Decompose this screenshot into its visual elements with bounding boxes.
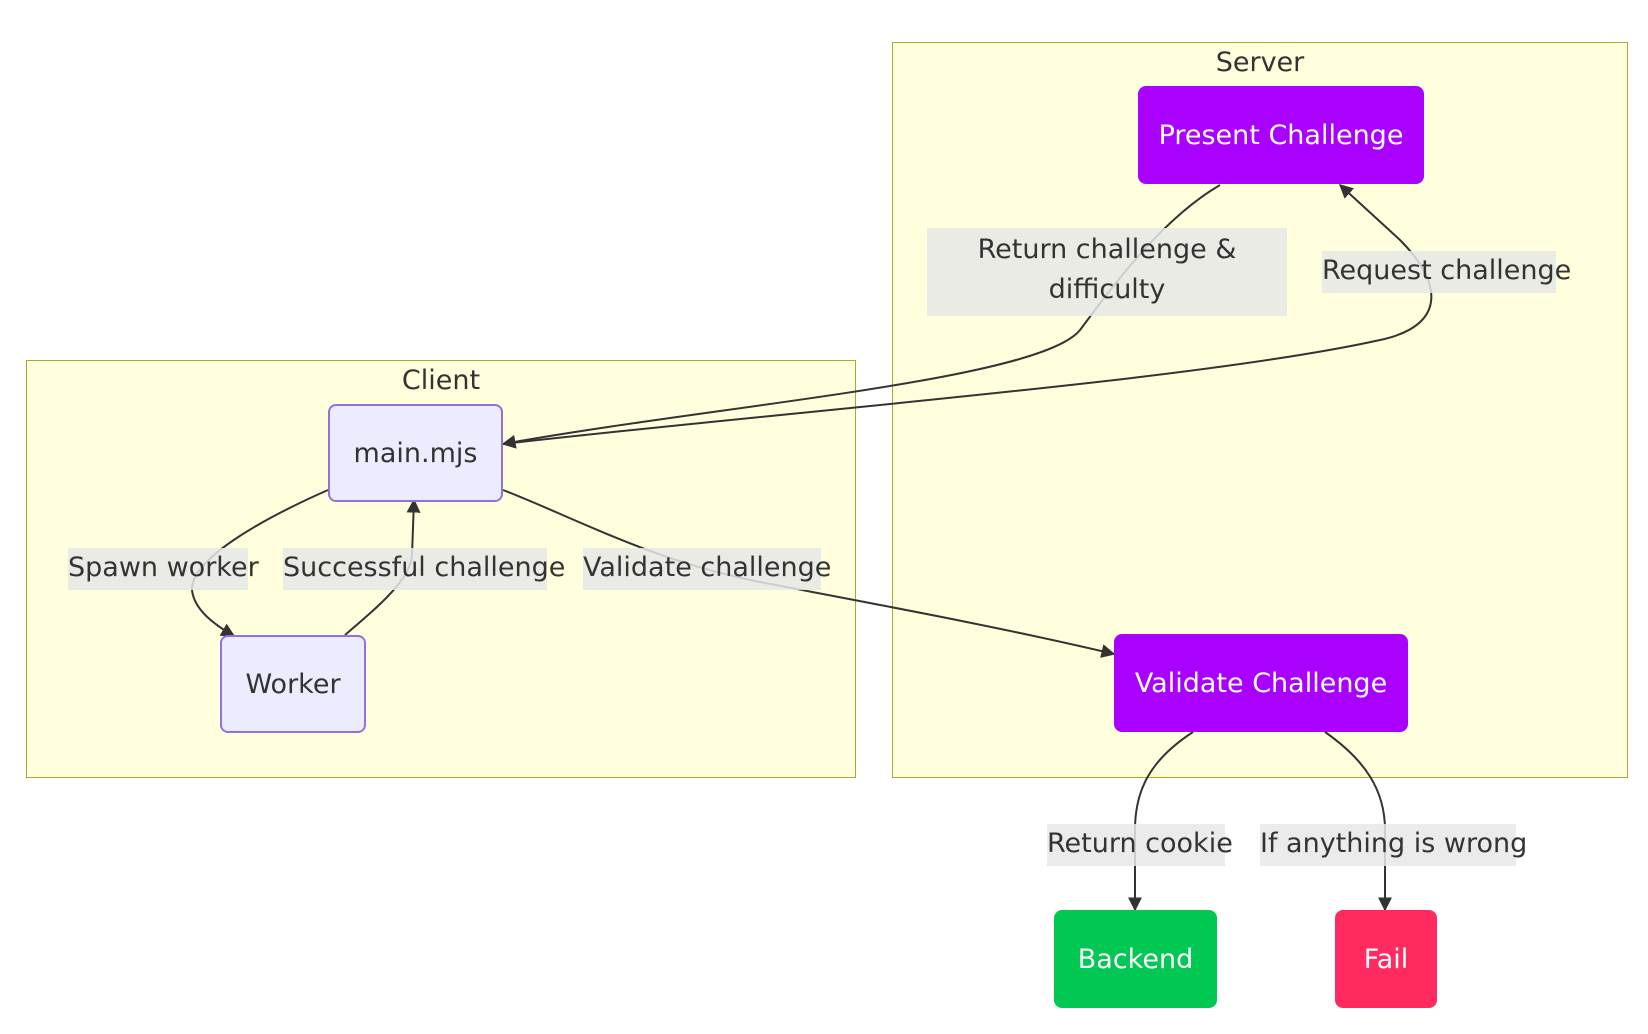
server-cluster-title: Server	[1215, 47, 1305, 78]
validate-challenge-node[interactable]: Validate Challenge	[1114, 634, 1408, 732]
edge-label-validate-challenge: Validate challenge	[583, 548, 831, 590]
main-mjs-node[interactable]: main.mjs	[328, 404, 503, 502]
backend-label: Backend	[1077, 943, 1194, 975]
main-mjs-label: main.mjs	[353, 437, 478, 469]
fail-label: Fail	[1363, 943, 1409, 975]
edge-return-cookie	[1128, 731, 1194, 912]
backend-node[interactable]: Backend	[1054, 910, 1217, 1008]
edge-label-if-anything-is-wrong: If anything is wrong	[1260, 824, 1527, 866]
client-cluster-title: Client	[401, 365, 481, 396]
worker-label: Worker	[245, 668, 341, 700]
worker-node[interactable]: Worker	[220, 635, 366, 733]
fail-node[interactable]: Fail	[1335, 910, 1437, 1008]
edge-label-return-cookie: Return cookie	[1047, 824, 1233, 866]
edge-if-wrong	[1324, 731, 1392, 912]
edge-label-request-challenge: Request challenge	[1322, 251, 1571, 293]
edge-label-successful-challenge: Successful challenge	[283, 548, 565, 590]
present-challenge-node[interactable]: Present Challenge	[1138, 86, 1424, 184]
edge-label-spawn-worker: Spawn worker	[68, 548, 259, 590]
edge-label-return-challenge-line2: difficulty	[1048, 274, 1166, 305]
validate-challenge-label: Validate Challenge	[1134, 667, 1388, 699]
edge-label-return-challenge: Return challenge & difficulty	[927, 228, 1287, 316]
present-challenge-label: Present Challenge	[1158, 119, 1404, 151]
edge-label-return-challenge-line1: Return challenge &	[977, 234, 1237, 265]
